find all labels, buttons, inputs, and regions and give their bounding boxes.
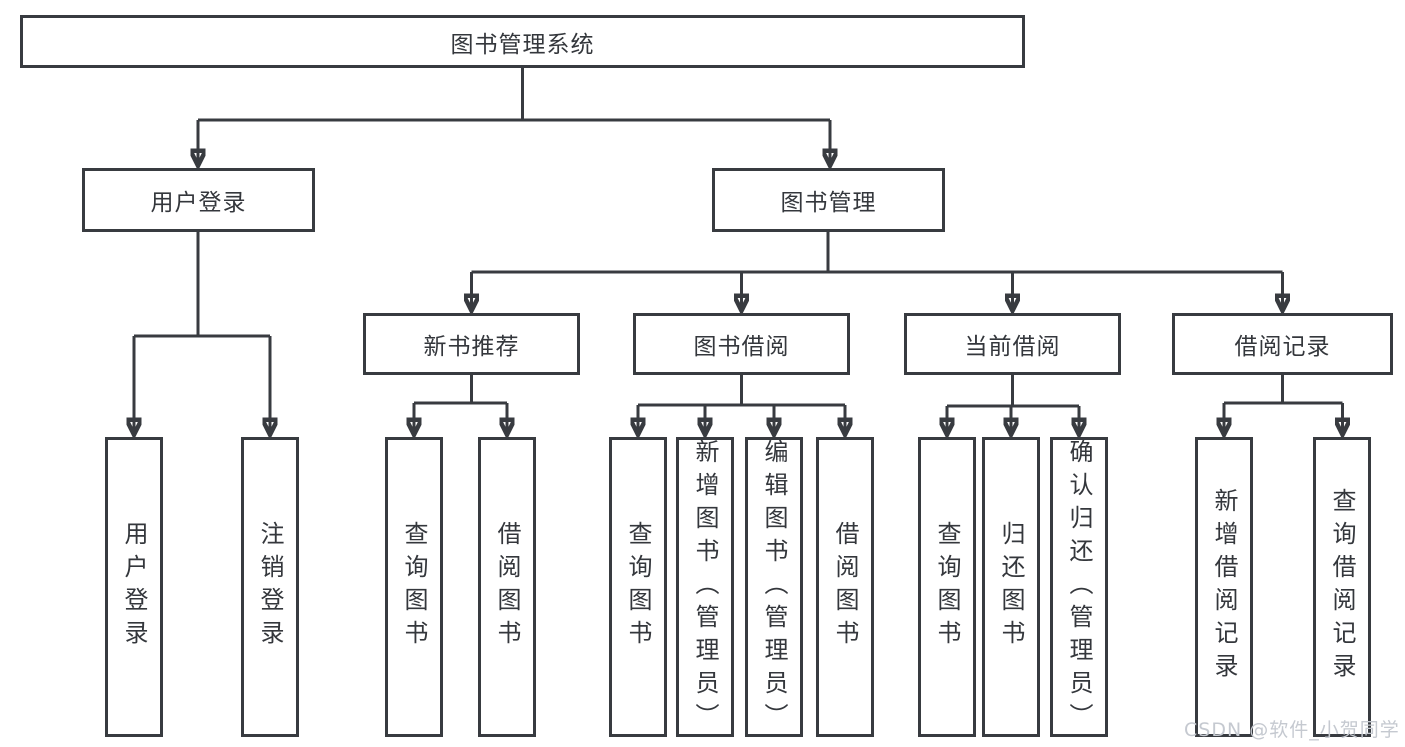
leaf-confirm-return-admin: 确认归还（管理员） — [1050, 437, 1108, 737]
leaf-confirm-return-admin-label: 确认归还（管理员） — [1065, 438, 1093, 736]
leaf-query-books-borrow-label: 查询图书 — [624, 521, 652, 653]
node-user-login-label: 用户登录 — [150, 190, 247, 216]
leaf-borrow-books-label: 借阅图书 — [831, 521, 859, 653]
leaf-query-books-recommend: 查询图书 — [385, 437, 443, 737]
node-borrow-records: 借阅记录 — [1172, 313, 1393, 375]
node-new-book-recommend-label: 新书推荐 — [423, 334, 520, 360]
node-borrow-records-label: 借阅记录 — [1234, 334, 1331, 360]
leaf-borrow-books-recommend: 借阅图书 — [478, 437, 536, 737]
leaf-borrow-books-recommend-label: 借阅图书 — [493, 521, 521, 653]
node-book-management-label: 图书管理 — [780, 190, 877, 216]
node-current-borrowing: 当前借阅 — [904, 313, 1121, 375]
leaf-user-login: 用户登录 — [105, 437, 163, 737]
node-book-borrowing: 图书借阅 — [633, 313, 850, 375]
leaf-user-login-label: 用户登录 — [120, 521, 148, 653]
node-root-label: 图书管理系统 — [450, 31, 595, 58]
leaf-add-borrow-record-label: 新增借阅记录 — [1210, 488, 1238, 686]
leaf-logout-label: 注销登录 — [256, 521, 284, 653]
node-book-management: 图书管理 — [712, 168, 945, 232]
leaf-query-books-current: 查询图书 — [918, 437, 976, 737]
leaf-borrow-books: 借阅图书 — [816, 437, 874, 737]
leaf-return-book-label: 归还图书 — [997, 521, 1025, 653]
leaf-logout: 注销登录 — [241, 437, 299, 737]
node-book-borrowing-label: 图书借阅 — [693, 334, 790, 360]
leaf-query-borrow-record-label: 查询借阅记录 — [1328, 488, 1356, 686]
leaf-query-borrow-record: 查询借阅记录 — [1313, 437, 1371, 737]
csdn-watermark: CSDN @软件_小贺同学 — [1184, 719, 1400, 741]
node-root: 图书管理系统 — [20, 15, 1025, 68]
leaf-edit-book-admin-label: 编辑图书（管理员） — [760, 438, 788, 736]
leaf-add-book-admin-label: 新增图书（管理员） — [691, 438, 719, 736]
leaf-query-books-current-label: 查询图书 — [933, 521, 961, 653]
leaf-return-book: 归还图书 — [982, 437, 1040, 737]
leaf-query-books-recommend-label: 查询图书 — [400, 521, 428, 653]
leaf-query-books-borrow: 查询图书 — [609, 437, 667, 737]
node-new-book-recommend: 新书推荐 — [363, 313, 580, 375]
leaf-add-borrow-record: 新增借阅记录 — [1195, 437, 1253, 737]
leaf-edit-book-admin: 编辑图书（管理员） — [745, 437, 803, 737]
node-user-login: 用户登录 — [82, 168, 315, 232]
node-current-borrowing-label: 当前借阅 — [964, 334, 1061, 360]
leaf-add-book-admin: 新增图书（管理员） — [676, 437, 734, 737]
